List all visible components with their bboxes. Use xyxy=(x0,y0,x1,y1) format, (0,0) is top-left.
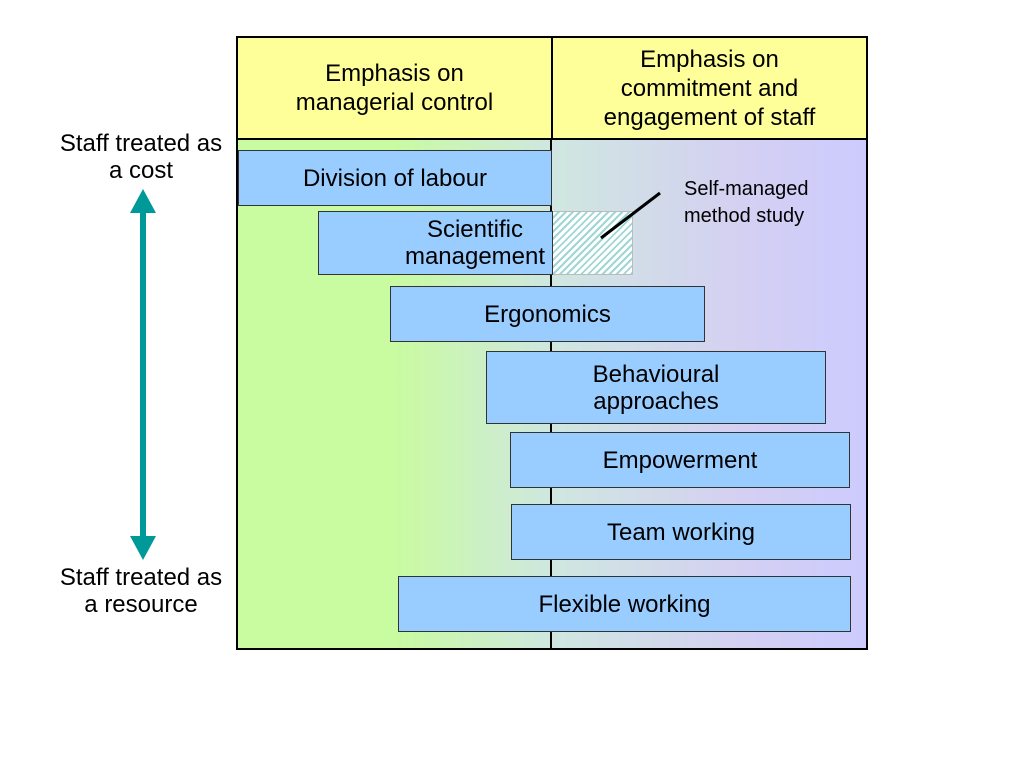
stage-division-of-labour: Division of labour xyxy=(238,150,552,206)
stage-label: Flexible working xyxy=(538,590,711,618)
stage-behavioural-approaches: Behavioural approaches xyxy=(486,351,826,424)
stage-label: Team working xyxy=(606,518,756,546)
label-staff-as-cost: Staff treated as a cost xyxy=(59,130,223,184)
annotation-leader-line xyxy=(600,191,661,240)
label-staff-as-resource: Staff treated as a resource xyxy=(59,564,223,618)
header-left-label: Emphasis on managerial control xyxy=(295,60,494,116)
stage-label: Scientific management xyxy=(404,216,546,270)
stage-empowerment: Empowerment xyxy=(510,432,850,488)
double-arrow-icon xyxy=(130,189,156,560)
header-managerial-control: Emphasis on managerial control xyxy=(238,38,553,140)
stage-flexible-working: Flexible working xyxy=(398,576,851,632)
stage-label: Empowerment xyxy=(602,446,758,474)
annotation-self-managed-method-study: Self-managed method study xyxy=(684,178,809,227)
stage-scientific-management: Scientific management xyxy=(318,211,553,275)
self-managed-method-study-area xyxy=(552,211,633,275)
stage-label: Ergonomics xyxy=(484,300,611,328)
header-right-label: Emphasis on commitment and engagement of… xyxy=(603,45,816,131)
stage-team-working: Team working xyxy=(511,504,851,560)
stage-ergonomics: Ergonomics xyxy=(390,286,705,342)
stage-label: Behavioural approaches xyxy=(592,360,720,415)
header-commitment-engagement: Emphasis on commitment and engagement of… xyxy=(553,38,866,140)
stage-label: Division of labour xyxy=(302,164,488,192)
